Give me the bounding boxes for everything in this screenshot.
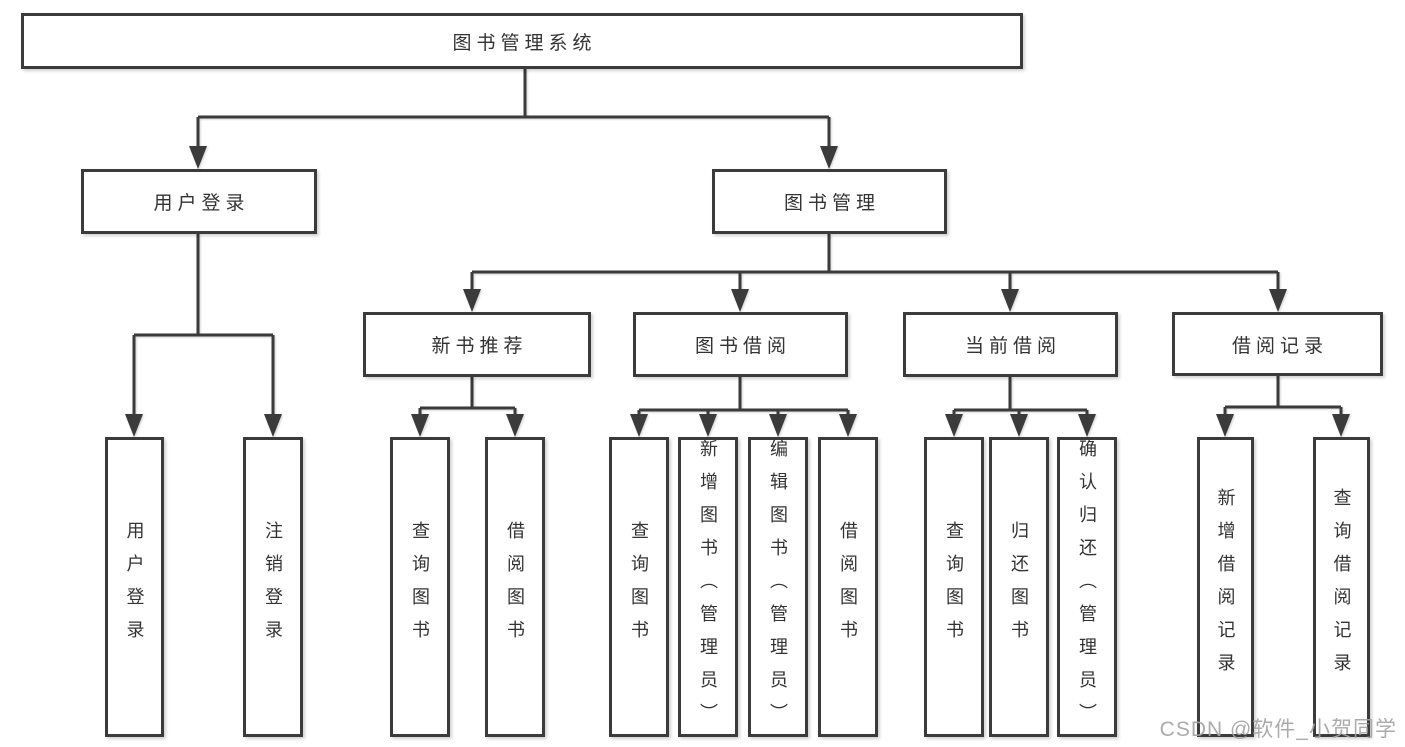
node-label: 新增借阅记录 [1215,488,1236,686]
node-leaf-logout: 注销登录 [243,437,303,737]
node-leaf-query-books-borrow: 查询图书 [609,437,669,737]
node-current-borrowing: 当前借阅 [903,312,1118,377]
node-label: 新书推荐 [431,336,528,357]
node-new-book-recommend: 新书推荐 [363,312,591,377]
node-leaf-query-books-recommend: 查询图书 [390,437,450,737]
node-label: 注销登录 [263,521,283,653]
node-label: 借阅记录 [1231,335,1328,357]
node-leaf-query-books-current: 查询图书 [924,437,984,737]
csdn-watermark: CSDN @软件_小贺同学 [1159,718,1397,741]
node-label: 新增图书（管理员） [698,438,718,736]
node-label: 归还图书 [1009,521,1029,653]
node-label: 图书管理 [783,193,880,214]
node-label: 当前借阅 [964,336,1061,357]
node-borrowing-records: 借阅记录 [1172,312,1383,376]
node-leaf-query-borrow-record: 查询借阅记录 [1313,437,1370,737]
arrowhead-icons [125,146,1350,437]
node-label: 借阅图书 [505,521,525,653]
node-leaf-borrow-books: 借阅图书 [818,437,878,737]
node-label: 确认归还（管理员） [1077,438,1097,736]
connector-elbows [132,69,1343,417]
node-leaf-add-borrow-record: 新增借阅记录 [1197,437,1254,737]
node-label: 图书借阅 [694,336,791,357]
node-leaf-return-books: 归还图书 [989,437,1049,737]
node-label: 查询图书 [629,521,649,653]
node-label: 用户登录 [124,521,145,653]
node-book-borrowing: 图书借阅 [633,312,848,377]
node-label: 图书管理系统 [452,32,597,54]
node-leaf-user-login: 用户登录 [105,437,164,737]
node-label: 用户登录 [153,193,250,214]
node-user-login: 用户登录 [81,169,317,234]
node-root-system: 图书管理系统 [21,13,1023,69]
node-leaf-add-books-admin: 新增图书（管理员） [678,437,738,737]
node-book-management: 图书管理 [712,169,947,234]
node-label: 查询图书 [410,521,430,653]
node-label: 编辑图书（管理员） [768,438,788,736]
node-label: 查询借阅记录 [1331,488,1352,686]
node-label: 借阅图书 [838,521,858,653]
node-leaf-confirm-return-admin: 确认归还（管理员） [1057,437,1117,737]
node-leaf-edit-books-admin: 编辑图书（管理员） [748,437,808,737]
node-leaf-borrow-books-recommend: 借阅图书 [485,437,545,737]
node-label: 查询图书 [944,521,964,653]
